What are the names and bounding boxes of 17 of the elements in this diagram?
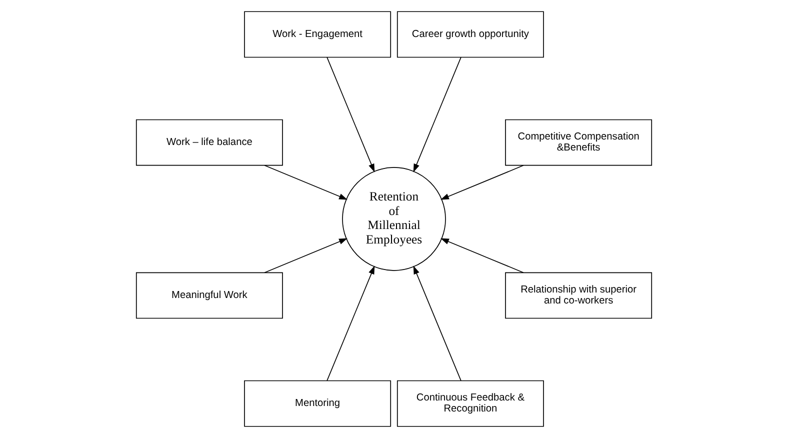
arrow: [440, 164, 524, 200]
arrow: [326, 57, 375, 172]
node-box: Meaningful Work: [136, 272, 283, 319]
node-box: Mentoring: [244, 380, 392, 427]
node-box: Work – life balance: [136, 119, 283, 166]
arrow: [264, 238, 348, 274]
node-box: Competitive Compensation &Benefits: [505, 119, 652, 166]
node-box: Relationship with superior and co-workers: [505, 272, 652, 319]
arrow: [413, 57, 462, 172]
node-box: Continuous Feedback & Recognition: [396, 380, 544, 427]
arrow: [326, 266, 375, 381]
arrow: [264, 164, 348, 200]
node-circle: Retention of Millennial Employees: [342, 167, 446, 271]
arrow: [440, 238, 524, 274]
node-box: Work - Engagement: [244, 11, 392, 58]
arrow: [413, 266, 462, 381]
node-box: Career growth opportunity: [396, 11, 544, 58]
